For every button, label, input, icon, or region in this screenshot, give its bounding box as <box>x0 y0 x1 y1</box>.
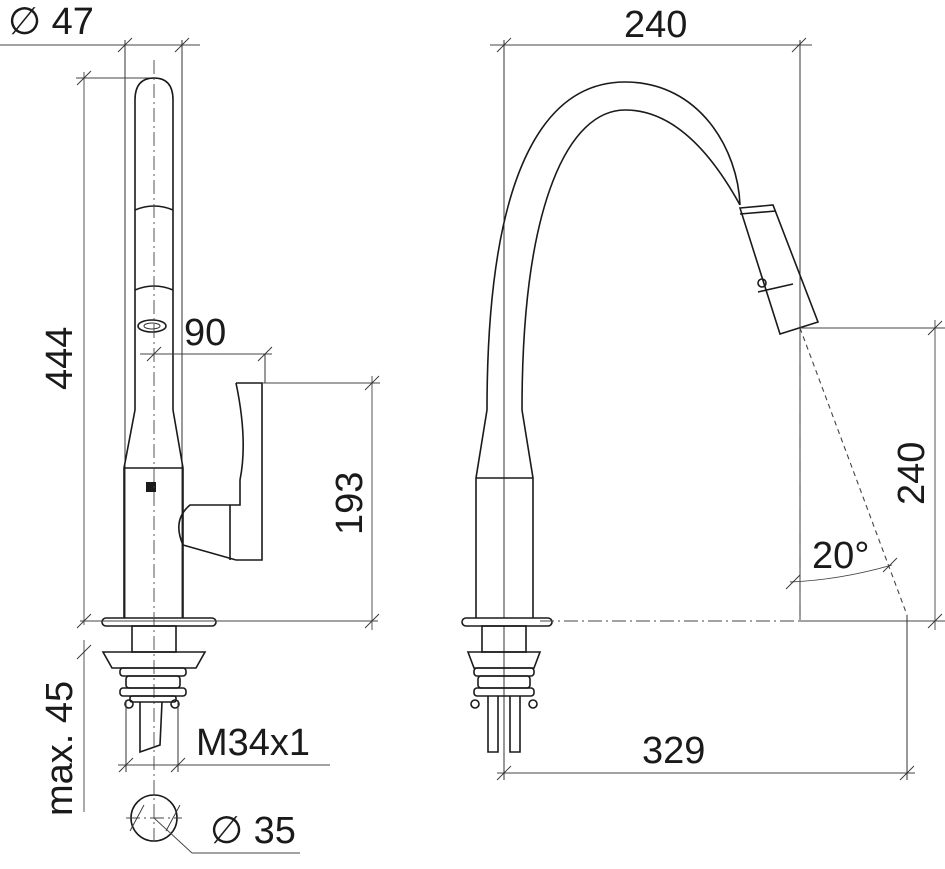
hose-connector <box>139 701 163 754</box>
reach-329-label: 329 <box>642 730 705 772</box>
spray-direction-line <box>799 327 908 616</box>
mount-bracket <box>101 651 207 669</box>
spray-height-label: 240 <box>891 442 933 505</box>
spray-angle-label: 20° <box>812 535 869 577</box>
base-plate <box>101 617 217 627</box>
logo-mark <box>146 482 156 492</box>
side-view: ∅ 47 444 90 193 max. 45 M34x1 ∅ 35 <box>0 1 380 854</box>
dimension-90-label: 90 <box>184 312 226 354</box>
diameter-47-label: ∅ 47 <box>8 1 94 43</box>
height-444-label: 444 <box>39 327 81 390</box>
angle-arc <box>789 564 893 583</box>
front-view: 240 240 20° 329 <box>461 4 945 781</box>
thread-label: M34x1 <box>196 722 310 764</box>
hole-diameter-label: ∅ 35 <box>210 810 296 852</box>
front-base-plate <box>461 617 553 627</box>
spray-head <box>738 204 820 336</box>
dimension-193-label: 193 <box>329 472 371 535</box>
reach-240-label: 240 <box>624 4 687 46</box>
aerator-icon <box>137 319 167 333</box>
gooseneck-spout <box>486 81 741 411</box>
mount-depth-label: max. 45 <box>39 681 81 816</box>
lever-handle <box>178 382 263 561</box>
